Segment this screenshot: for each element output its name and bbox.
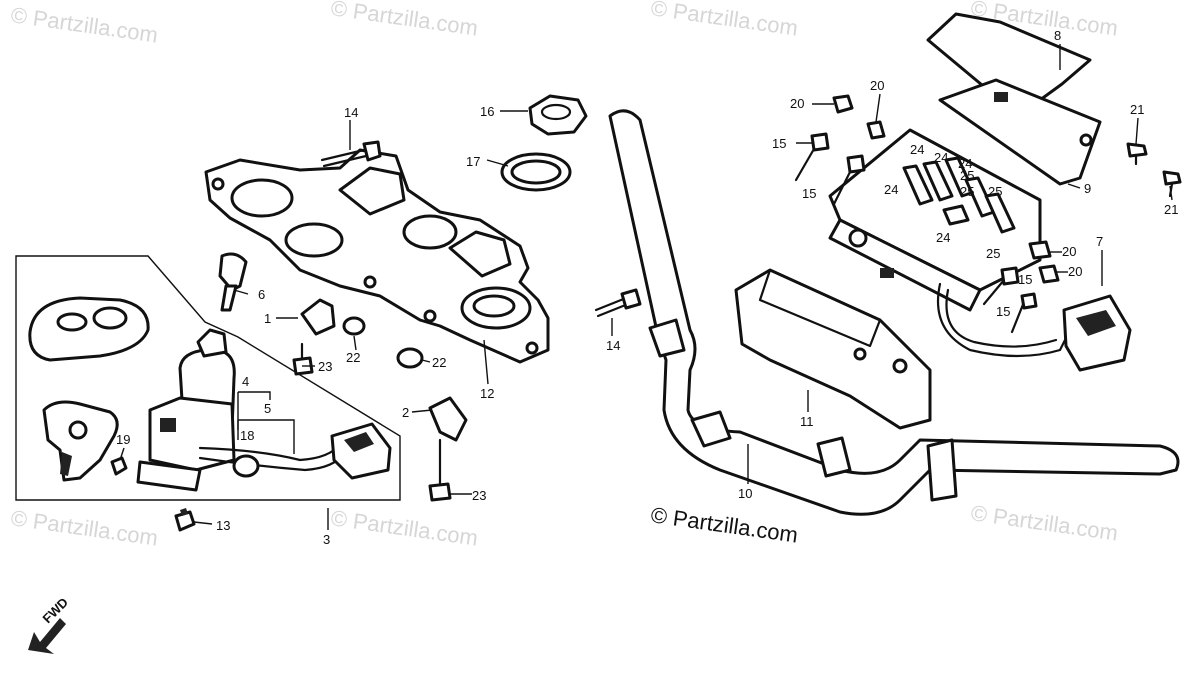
callout-25: 25 bbox=[988, 184, 1002, 199]
bolt-23 bbox=[292, 342, 452, 502]
callout-14: 14 bbox=[344, 105, 358, 120]
copyright-credit: © Partzilla.com bbox=[649, 502, 799, 547]
callout-16: 16 bbox=[480, 104, 494, 119]
callout-18: 18 bbox=[240, 428, 254, 443]
callout-17: 17 bbox=[466, 154, 480, 169]
callout-19: 19 bbox=[116, 432, 130, 447]
callout-12: 12 bbox=[480, 386, 494, 401]
callout-24: 24 bbox=[884, 182, 898, 197]
callout-5: 5 bbox=[264, 401, 271, 416]
callout-23: 23 bbox=[472, 488, 486, 503]
callout-7: 7 bbox=[1096, 234, 1103, 249]
callout-23: 23 bbox=[318, 359, 332, 374]
bolt-13 bbox=[174, 508, 196, 532]
callout-21: 21 bbox=[1164, 202, 1178, 217]
callout-21: 21 bbox=[1130, 102, 1144, 117]
callout-6: 6 bbox=[258, 287, 265, 302]
callout-4: 4 bbox=[242, 374, 249, 389]
callout-20: 20 bbox=[870, 78, 884, 93]
handlebar bbox=[608, 109, 1180, 516]
ignition-assembly-outline bbox=[15, 255, 401, 501]
ignition-switch bbox=[136, 328, 392, 492]
watermark: © Partzilla.com bbox=[329, 505, 479, 550]
screw-19 bbox=[110, 456, 128, 476]
callout-20: 20 bbox=[1062, 244, 1076, 259]
bolt-14-right bbox=[594, 288, 642, 318]
grommet-22 bbox=[342, 316, 424, 369]
callout-15: 15 bbox=[996, 304, 1010, 319]
leader-lines bbox=[119, 44, 1173, 530]
washer bbox=[500, 152, 572, 192]
callout-2: 2 bbox=[402, 405, 409, 420]
callout-24: 24 bbox=[958, 156, 972, 171]
callout-10: 10 bbox=[738, 486, 752, 501]
ignition-bracket bbox=[42, 400, 119, 482]
watermark: © Partzilla.com bbox=[9, 505, 159, 550]
watermark: © Partzilla.com bbox=[9, 2, 159, 47]
bolt-14-top bbox=[320, 140, 382, 168]
stem-nut bbox=[528, 94, 588, 136]
meter-top-cover bbox=[926, 12, 1102, 186]
callout-25: 25 bbox=[960, 184, 974, 199]
callout-22: 22 bbox=[432, 355, 446, 370]
indicator-panel bbox=[828, 128, 1132, 372]
wire-clamp-2 bbox=[428, 396, 468, 442]
ignition-cover bbox=[28, 296, 150, 362]
callout-15: 15 bbox=[772, 136, 786, 151]
callout-15: 15 bbox=[1018, 272, 1032, 287]
watermark: © Partzilla.com bbox=[329, 0, 479, 41]
callout-9: 9 bbox=[1084, 181, 1091, 196]
fasteners bbox=[794, 94, 1182, 334]
callout-1: 1 bbox=[264, 311, 271, 326]
callout-labels: 14 14 16 17 6 1 23 23 22 22 2 12 4 5 18 … bbox=[116, 28, 1178, 547]
wire-clamp-1 bbox=[300, 298, 336, 336]
top-bridge bbox=[204, 148, 550, 364]
fwd-arrow: FWD bbox=[28, 595, 71, 654]
fwd-label: FWD bbox=[40, 595, 72, 627]
callout-8: 8 bbox=[1054, 28, 1061, 43]
watermark: © Partzilla.com bbox=[969, 500, 1119, 545]
callout-11: 11 bbox=[800, 414, 814, 429]
callout-25: 25 bbox=[986, 246, 1000, 261]
callout-24: 24 bbox=[934, 150, 948, 165]
callout-25: 25 bbox=[960, 168, 974, 183]
handlebar-cover bbox=[734, 268, 932, 430]
callout-13: 13 bbox=[216, 518, 230, 533]
watermark: © Partzilla.com bbox=[649, 0, 799, 41]
callout-24: 24 bbox=[936, 230, 950, 245]
callout-20: 20 bbox=[790, 96, 804, 111]
callout-3: 3 bbox=[323, 532, 330, 547]
callout-24: 24 bbox=[910, 142, 924, 157]
key bbox=[218, 252, 248, 312]
callout-22: 22 bbox=[346, 350, 360, 365]
callout-15: 15 bbox=[802, 186, 816, 201]
callout-14: 14 bbox=[606, 338, 620, 353]
callout-20: 20 bbox=[1068, 264, 1082, 279]
